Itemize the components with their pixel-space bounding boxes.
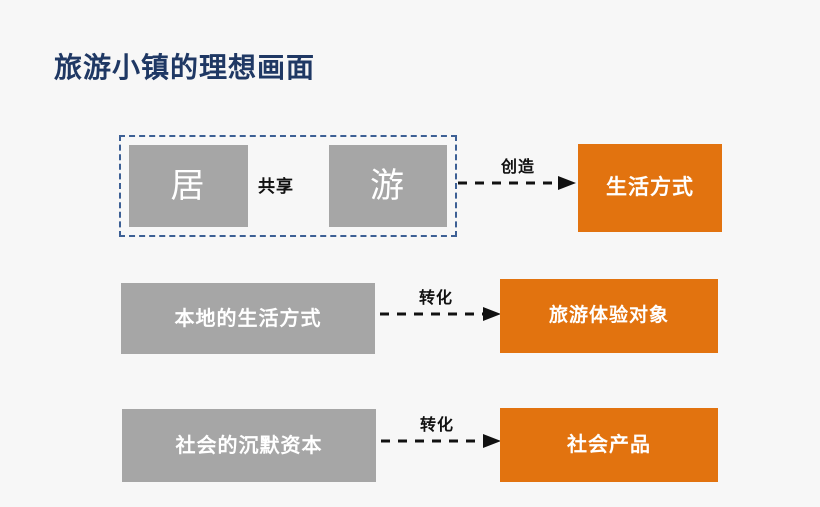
source-box-local-lifestyle[interactable]: 本地的生活方式 (121, 283, 375, 354)
dashed-arrow-row-2 (380, 307, 504, 321)
target-box-social-product[interactable]: 社会产品 (500, 408, 718, 482)
arrow-label-transform-row-3: 转化 (420, 417, 455, 434)
target-box-lifestyle[interactable]: 生活方式 (578, 144, 722, 232)
source-box-ju[interactable]: 居 (129, 145, 248, 227)
page-title: 旅游小镇的理想画面 (54, 52, 316, 83)
source-box-social-silent-capital[interactable]: 社会的沉默资本 (122, 409, 376, 482)
arrow-label-create: 创造 (501, 159, 536, 176)
source-box-you[interactable]: 游 (329, 145, 447, 227)
dashed-group-container-row-1 (119, 135, 457, 237)
dashed-arrow-row-3 (381, 434, 505, 448)
dashed-arrow-row-1 (458, 176, 578, 190)
arrow-label-transform-row-2: 转化 (419, 290, 454, 307)
target-box-tourism-experience-object[interactable]: 旅游体验对象 (500, 279, 718, 353)
share-label: 共享 (258, 177, 294, 196)
